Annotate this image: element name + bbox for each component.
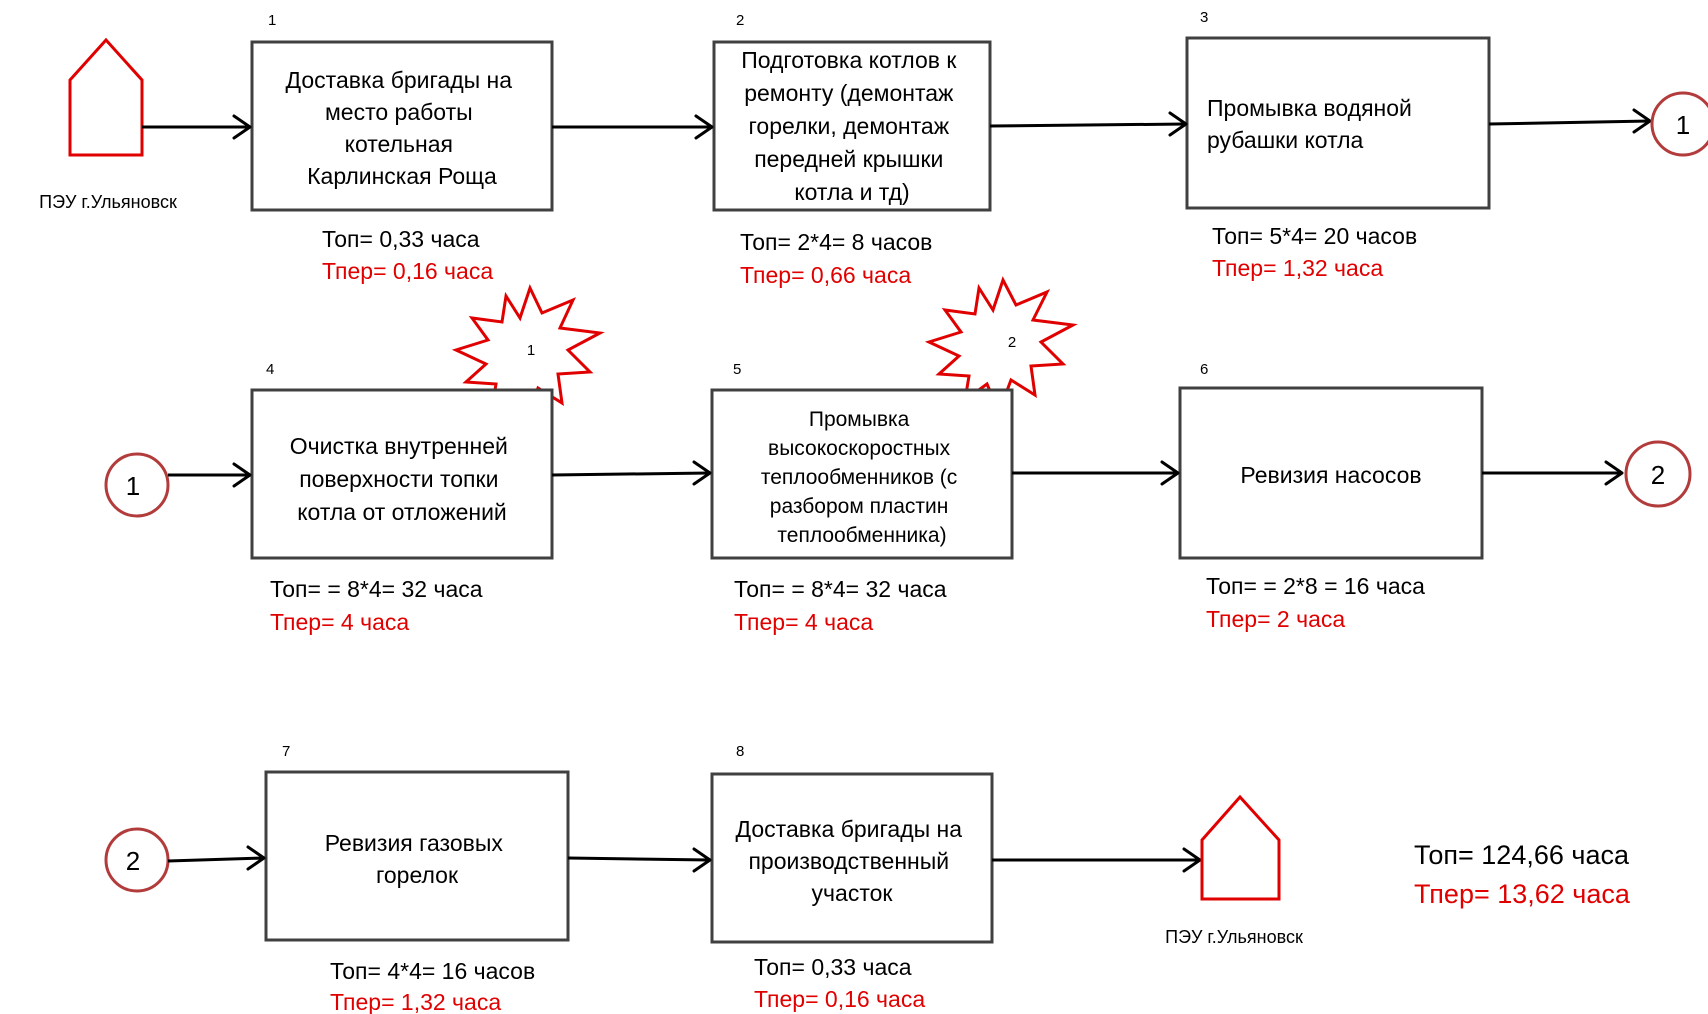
step-4-t-per: Тпер= 4 часа — [270, 609, 409, 635]
step-6-t-per: Тпер= 2 часа — [1206, 606, 1345, 632]
step-4-number: 4 — [266, 361, 274, 378]
connector-2-out: 2 — [1624, 440, 1692, 508]
step-3-t-op: Топ= 5*4= 20 часов — [1212, 223, 1417, 249]
step-1-text: Доставка бригады на место работы котельн… — [286, 67, 519, 189]
arrow-6-to-connector-2 — [1482, 460, 1624, 486]
step-4-box — [250, 388, 554, 560]
step-6: 6 Ревизия насосов Топ= = 2*8 = 16 часа Т… — [1178, 361, 1484, 632]
step-2-t-per: Тпер= 0,66 часа — [740, 262, 911, 288]
step-1-box — [250, 40, 554, 212]
step-2: 2 Подготовка котлов к ремонту (демонтаж … — [712, 12, 992, 288]
step-7-number: 7 — [282, 743, 290, 760]
step-1-number: 1 — [268, 12, 276, 29]
arrow-1-to-2 — [552, 114, 714, 140]
connector-1-out: 1 — [1650, 91, 1708, 157]
step-2-t-op: Топ= 2*4= 8 часов — [740, 229, 932, 255]
arrow-connector-2-to-7 — [167, 845, 266, 871]
arrow-5-to-6 — [1012, 460, 1180, 486]
step-8-text: Доставка бригады на производственный уча… — [736, 816, 969, 906]
step-8-box — [710, 772, 994, 944]
step-5-t-per: Тпер= 4 часа — [734, 609, 873, 635]
arrow-8-to-end — [992, 847, 1202, 873]
step-2-number: 2 — [736, 12, 744, 29]
connector-1-in: 1 — [104, 452, 170, 518]
step-7-text: Ревизия газовых горелок — [325, 830, 510, 888]
step-3: 3 Промывка водяной рубашки котла Топ= 5*… — [1185, 9, 1491, 281]
step-4-t-op: Топ= = 8*4= 32 часа — [270, 576, 483, 602]
svg-text:1: 1 — [527, 342, 535, 359]
step-6-text: Ревизия насосов — [1240, 462, 1421, 488]
connector-1-in-label: 1 — [126, 471, 140, 501]
step-1: 1 Доставка бригады на место работы котел… — [250, 12, 554, 284]
arrow-7-to-8 — [567, 847, 712, 873]
burst-2-icon: 2 — [924, 276, 1078, 417]
step-7-t-per: Тпер= 1,32 часа — [330, 989, 501, 1014]
step-5-box — [710, 388, 1014, 560]
step-5-text: Промывка высокоскоростных теплообменнико… — [761, 408, 963, 547]
step-5: 5 Промывка высокоскоростных теплообменни… — [710, 361, 1014, 635]
step-1-t-op: Топ= 0,33 часа — [322, 226, 480, 252]
step-1-t-per: Тпер= 0,16 часа — [322, 258, 493, 284]
total-t-op: Топ= 124,66 часа — [1414, 840, 1630, 870]
connector-2-out-label: 2 — [1651, 460, 1665, 490]
step-3-number: 3 — [1200, 9, 1208, 26]
step-4-text: Очистка внутренней поверхности топки кот… — [290, 433, 514, 525]
start-house-label: ПЭУ г.Ульяновск — [39, 192, 177, 212]
step-6-number: 6 — [1200, 361, 1208, 378]
step-6-t-op: Топ= = 2*8 = 16 часа — [1206, 573, 1425, 599]
arrow-3-to-connector-1 — [1488, 108, 1652, 134]
step-5-number: 5 — [733, 361, 741, 378]
svg-text:2: 2 — [1008, 334, 1016, 351]
start-house-icon — [68, 37, 144, 157]
step-3-t-per: Тпер= 1,32 часа — [1212, 255, 1383, 281]
step-8: 8 Доставка бригады на производственный у… — [710, 743, 994, 1012]
step-7-box — [264, 770, 570, 942]
arrow-4-to-5 — [551, 460, 712, 486]
step-3-text: Промывка водяной рубашки котла — [1207, 95, 1418, 153]
step-5-t-op: Топ= = 8*4= 32 часа — [734, 576, 947, 602]
arrow-start-to-1 — [142, 114, 252, 140]
step-8-number: 8 — [736, 743, 744, 760]
step-8-t-per: Тпер= 0,16 часа — [754, 986, 925, 1012]
step-6-box — [1178, 386, 1484, 560]
connector-2-in-label: 2 — [126, 846, 140, 876]
step-2-text: Подготовка котлов к ремонту (демонтаж го… — [741, 47, 963, 205]
step-7-t-op: Топ= 4*4= 16 часов — [330, 958, 535, 984]
connector-2-in: 2 — [104, 827, 170, 893]
end-house-icon — [1200, 794, 1281, 901]
connector-1-out-label: 1 — [1676, 110, 1690, 140]
step-2-box — [712, 40, 992, 212]
step-4: 4 Очистка внутренней поверхности топки к… — [250, 361, 554, 635]
step-7: 7 Ревизия газовых горелок Топ= 4*4= 16 ч… — [264, 743, 570, 1014]
total-t-per: Тпер= 13,62 часа — [1414, 879, 1631, 909]
end-house-label: ПЭУ г.Ульяновск — [1165, 927, 1303, 947]
step-8-t-op: Топ= 0,33 часа — [754, 954, 912, 980]
arrow-2-to-3 — [989, 111, 1188, 137]
step-3-box — [1185, 36, 1491, 210]
arrow-connector-1-to-4 — [168, 462, 252, 488]
